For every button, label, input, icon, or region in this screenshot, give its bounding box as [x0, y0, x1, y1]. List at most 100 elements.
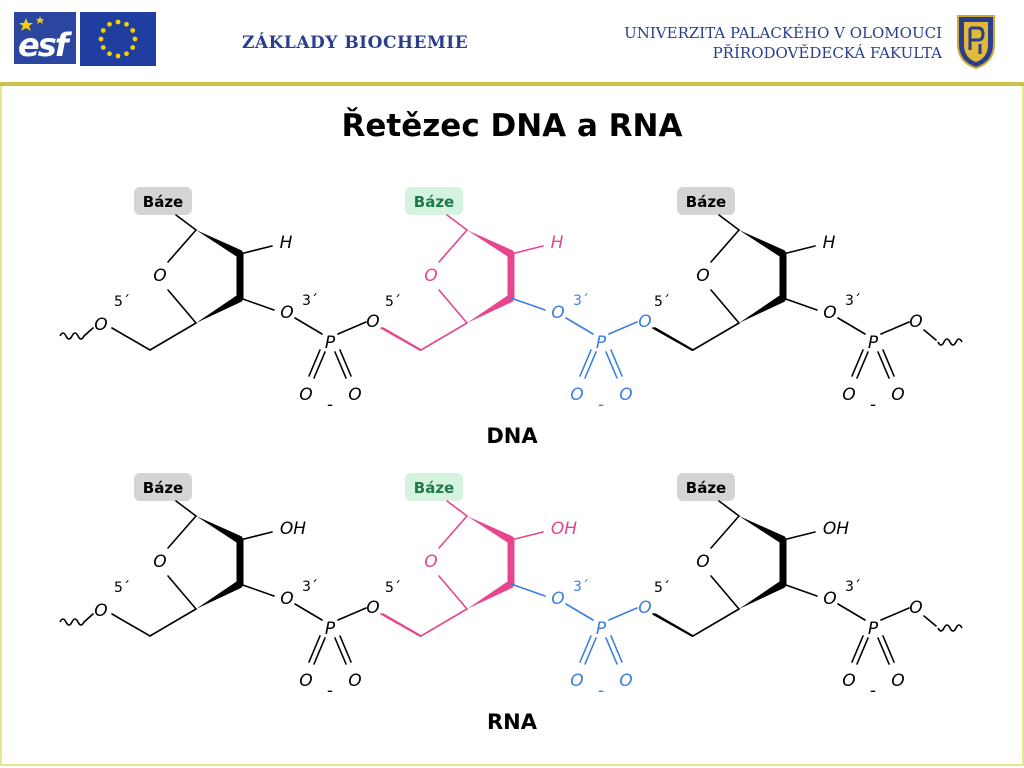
rna-phos3-o3: O [823, 589, 836, 609]
eu-stars-icon [98, 19, 138, 59]
dna-unit2-o-c4-bond [438, 289, 468, 324]
rna-strand-label: RNA [487, 710, 538, 734]
rna-o5-last: O [909, 598, 922, 618]
rna-unit3-c1-o-bond [710, 515, 740, 549]
dna-unit2-ring-o: O [424, 266, 437, 286]
rna-phos2-p-o5-bond [608, 607, 638, 621]
dna-tail-right-bond [923, 329, 937, 341]
rna-pos5-third: 5´ [654, 580, 670, 596]
rna-o5-first: O [94, 601, 107, 621]
rna-unit2-oh: OH [551, 519, 577, 539]
dna-unit2-c5-o5-bond [382, 327, 422, 351]
rna-unit3-oh: OH [823, 519, 849, 539]
dna-unit2-base-box [405, 187, 463, 215]
rna-phos1-o3: O [280, 589, 293, 609]
rna-tail-right-bond [923, 615, 937, 627]
dna-phos1-o-right: O [348, 385, 361, 405]
slide-title: Řetězec DNA a RNA [341, 108, 683, 144]
rna-phos1-p-o5-bond [337, 607, 367, 621]
dna-unit2-c1-base-bond [446, 214, 468, 231]
dna-o5-third: O [638, 312, 651, 332]
dna-phos3-o-left: O [842, 385, 855, 405]
rna-unit2-c1-c2-wedge [467, 516, 513, 544]
rna-unit1-c4-c5-bond [149, 608, 197, 637]
rna-unit3-c2-sub-bond [782, 531, 816, 541]
dna-phos3-p-o-bond-b [877, 351, 890, 379]
dna-tail-right [937, 338, 963, 346]
rna-phos2-o3-p-bond [565, 603, 594, 621]
rna-unit1-oh: OH [280, 519, 306, 539]
dna-phos1-p-o-bond-a2 [308, 349, 321, 377]
rna-unit3-ring-o: O [696, 552, 709, 572]
rna-phos2-p-o-bond-b2 [610, 635, 623, 663]
eu-flag [80, 12, 156, 66]
dna-phos3-pos3: 3´ [845, 293, 861, 309]
dna-phos1-p: P [325, 333, 336, 353]
rna-unit2-base-label: Báze [414, 479, 454, 497]
dna-strand-label: DNA [486, 424, 538, 448]
rna-unit1-c5-o5-bond [111, 613, 151, 637]
rna-unit1-c1-base-bond [175, 500, 197, 517]
dna-unit1-c3-c4-wedge [196, 294, 242, 323]
dna-unit2-c3-c4-wedge [467, 294, 513, 323]
rna-unit3-c3-o3-bond [782, 583, 818, 597]
dna-o5-first: O [94, 315, 107, 335]
rna-unit2-c5-o5-bond [382, 613, 422, 637]
rna-unit3-base-box [677, 473, 735, 501]
dna-phos1-o3: O [280, 303, 293, 323]
dna-tail-left-bond [83, 327, 94, 337]
rna-unit1-c1-c2-wedge [196, 516, 242, 544]
rna-unit1-ring-o: O [153, 552, 166, 572]
dna-unit2-c2-sub-bond [510, 245, 544, 255]
dna-phos1-p-o-bond-b [334, 351, 347, 379]
rna-unit3-base-label: Báze [686, 479, 726, 497]
rna-phos3-p-o-bond-b2 [882, 635, 895, 663]
dna-pos5-second: 5´ [385, 294, 401, 310]
dna-phos3-o-right: O [891, 385, 904, 405]
dna-unit1-c2-sub-bond [239, 245, 273, 255]
dna-phos2-p-o-bond-a2 [579, 349, 592, 377]
rna-unit2-base-box [405, 473, 463, 501]
rna-phos2-o3: O [551, 589, 564, 609]
rna-phos1-p-o-bond-a2 [308, 635, 321, 663]
rna-phos1-p-o-bond-b2 [339, 635, 352, 663]
rna-phos2-minus: - [598, 681, 604, 701]
rna-phos3-p: P [868, 619, 879, 639]
dna-phos1-p-o5-bond [337, 321, 367, 335]
dna-unit1-c5-o5-bond [111, 327, 151, 351]
rna-phos1-p-o-bond-a [313, 637, 326, 665]
rna-unit2-o-c4-bond [438, 575, 468, 610]
rna-unit1-base-box [134, 473, 192, 501]
dna-unit3-o-c4-bond [710, 289, 740, 324]
rna-unit1-c3-o3-bond [239, 583, 275, 597]
rna-phos1-p-o-bond-b [334, 637, 347, 665]
university-shield-icon [957, 15, 995, 70]
dna-phos1-p-o-bond-b2 [339, 349, 352, 377]
rna-tail-left-bond [83, 613, 94, 623]
rna-phos1-o-right: O [348, 671, 361, 691]
header-bar: esf ZÁKLADY BIOCHEMIE UNIVERZITA PALACKÉ… [0, 0, 1024, 86]
rna-unit2-c1-o-bond [438, 515, 468, 549]
dna-phos2-p-o-bond-b [605, 351, 618, 379]
dna-phos2-p-o-bond-b2 [610, 349, 623, 377]
rna-unit3-c3-c4-wedge [739, 580, 785, 609]
dna-unit1-base-label: Báze [143, 193, 183, 211]
rna-tail-left [59, 618, 85, 626]
rna-unit1-o-c4-bond [167, 575, 197, 610]
dna-unit1-c1-c2-wedge [196, 230, 242, 258]
rna-unit2-c2-sub-bond [510, 531, 544, 541]
dna-unit3-c3-c4-wedge [739, 294, 785, 323]
esf-logo: esf [14, 12, 76, 64]
dna-unit2-base-label: Báze [414, 193, 454, 211]
dna-o5-second: O [366, 312, 379, 332]
rna-unit2-c3-o3-bond [510, 583, 546, 597]
dna-unit1-c4-c5-bond [149, 322, 197, 351]
dna-phos3-p-o5-bond [880, 321, 910, 335]
dna-unit3-c2-sub-bond [782, 245, 816, 255]
esf-logo-text: esf [18, 26, 69, 64]
dna-phos3-p-o-bond-a2 [851, 349, 864, 377]
dna-phos2-pos3: 3´ [573, 293, 589, 309]
rna-unit1-c1-o-bond [167, 515, 197, 549]
rna-phos1-p: P [325, 619, 336, 639]
dna-phos2-p: P [596, 333, 607, 353]
